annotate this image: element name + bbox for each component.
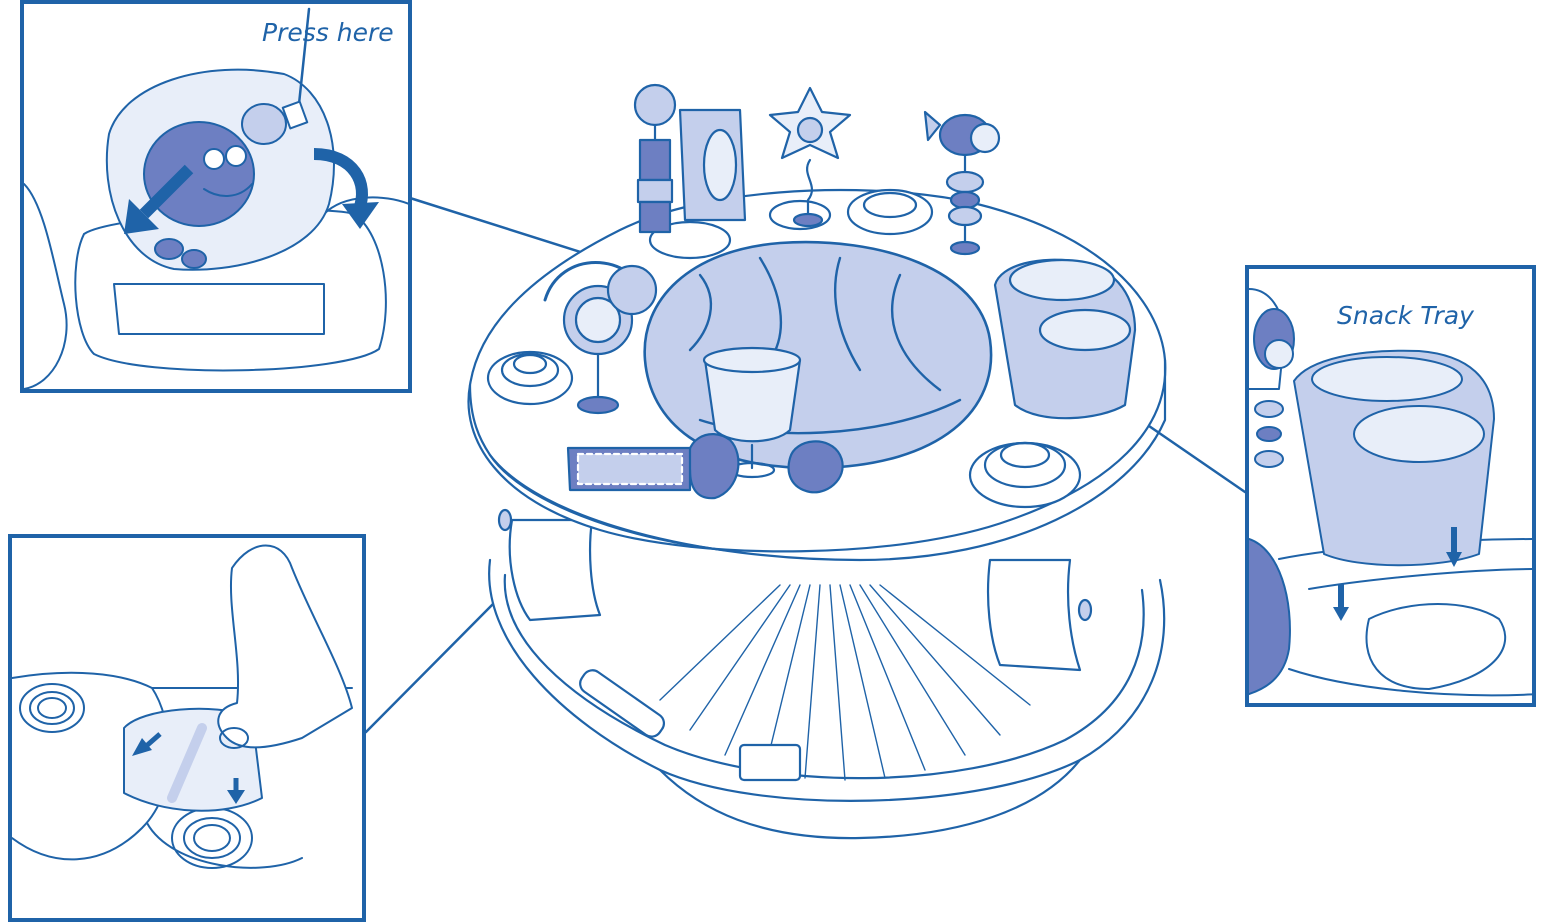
left-dial (486, 350, 574, 406)
right-leg (986, 558, 1082, 672)
snack-tray-detail (1249, 288, 1532, 697)
hand-mirror-detail (12, 544, 353, 869)
connector-line-top-left (408, 196, 614, 264)
tray-arrow-right (1446, 527, 1462, 567)
right-dial (968, 441, 1082, 509)
press-arrow (313, 148, 379, 229)
slide-arrow-up (132, 732, 162, 756)
snack-tray-inset: Snack Tray (1245, 265, 1536, 707)
sun-arch-toy (543, 261, 658, 415)
cup-toy (702, 346, 802, 479)
fish-toy (923, 110, 1001, 256)
fabric-seat (643, 240, 993, 470)
starfish-toy (768, 86, 852, 228)
back-dial (846, 188, 934, 236)
snack-tray-label: Snack Tray (1337, 301, 1474, 330)
mirror-pad-inset (8, 534, 366, 922)
shell-toy-right (787, 440, 844, 494)
mirror-pad (566, 446, 692, 492)
pull-arrow (124, 164, 194, 234)
tray-arrow-left (1333, 584, 1349, 621)
slide-arrow-down (227, 778, 245, 804)
left-leg (508, 518, 602, 622)
snack-tray-main (993, 258, 1137, 420)
shell-toy-left (687, 433, 740, 500)
stacking-tower-toy (633, 83, 747, 234)
press-here-label: Press here (262, 18, 394, 47)
floor-rays (659, 584, 1031, 781)
rocker-toy-detail (24, 7, 408, 389)
press-here-inset: Press here (20, 0, 412, 393)
